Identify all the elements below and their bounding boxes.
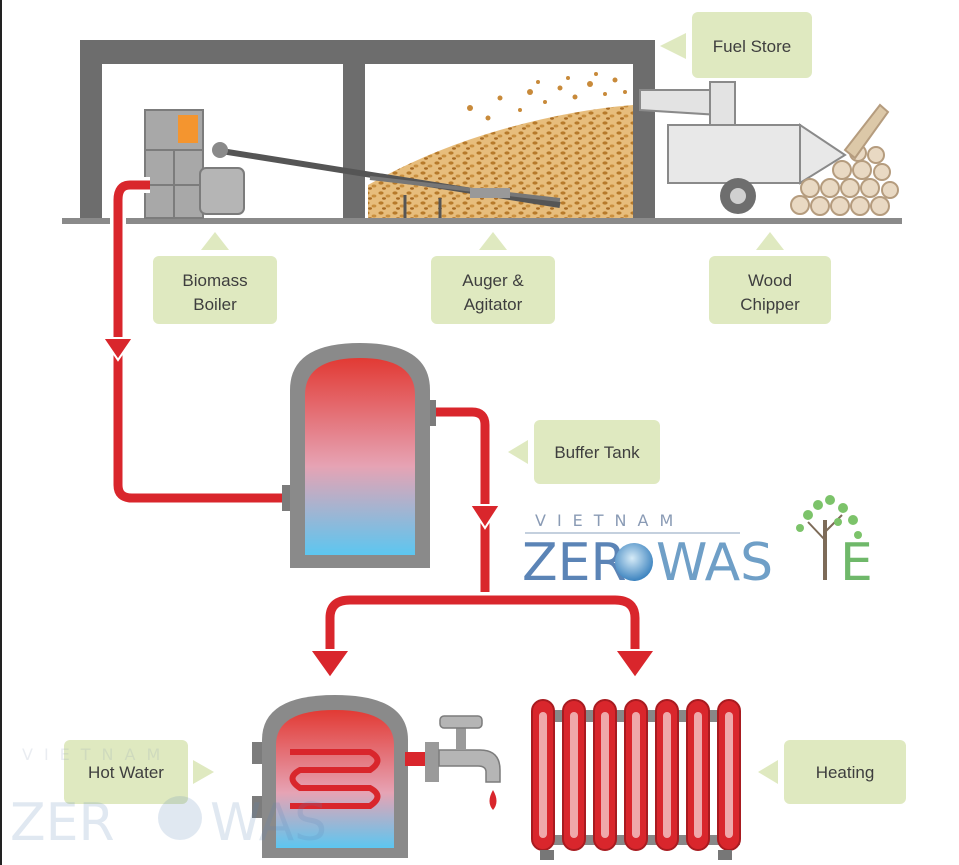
svg-text:WAS: WAS (210, 793, 327, 853)
globe-icon (615, 543, 653, 581)
auger-agitator-label-line2: Agitator (464, 295, 523, 314)
label-auger-agitator: Auger & Agitator (431, 232, 555, 324)
auger-agitator-label-line1: Auger & (462, 271, 524, 290)
tree-icon (796, 495, 862, 580)
biomass-boiler-label-line2: Boiler (193, 295, 237, 314)
wood-chip-pile (368, 72, 633, 218)
biomass-boiler (144, 109, 245, 219)
label-heating: Heating (758, 740, 906, 804)
arrow-down-buffer-line (468, 504, 502, 530)
auger-agitator (214, 147, 561, 218)
label-biomass-boiler: Biomass Boiler (153, 232, 277, 324)
flow-arrows (101, 337, 657, 680)
buffer-tank (282, 343, 436, 568)
arrow-down-heating (613, 649, 657, 680)
buffer-tank-label: Buffer Tank (554, 443, 640, 462)
fuel-store-building (62, 40, 902, 224)
label-buffer-tank: Buffer Tank (508, 420, 660, 484)
hot-water-cylinder (252, 695, 430, 858)
watermark-brand-a: ZER (522, 533, 627, 593)
tap-icon (425, 715, 501, 810)
watermark-top-line: VIETNAM (535, 511, 684, 530)
watermark-brand-c: E (840, 533, 873, 593)
log-pile (790, 103, 899, 216)
watermark-brand-b: WAS (656, 533, 773, 593)
hot-water-label: Hot Water (88, 763, 164, 782)
label-wood-chipper: Wood Chipper (709, 232, 831, 324)
label-fuel-store: Fuel Store (660, 12, 812, 78)
fuel-store-label: Fuel Store (713, 37, 791, 56)
svg-text:ZER: ZER (10, 793, 115, 853)
wood-chipper (639, 81, 847, 214)
biomass-boiler-label-line1: Biomass (182, 271, 247, 290)
watermark-logo: VIETNAM ZER WAS E (522, 495, 873, 593)
ground-line (62, 218, 902, 224)
wood-chipper-label-line1: Wood (748, 271, 792, 290)
radiator (531, 699, 741, 860)
left-edge-line (0, 0, 2, 865)
arrow-down-boiler-line (101, 337, 135, 362)
svg-text:VIETNAM: VIETNAM (22, 745, 171, 764)
label-hot-water: Hot Water (64, 740, 214, 804)
arrow-down-hot-water (308, 649, 352, 680)
watermark-faint: VIETNAM ZER WAS (10, 745, 327, 853)
heating-label: Heating (816, 763, 875, 782)
wood-chipper-label-line2: Chipper (740, 295, 800, 314)
